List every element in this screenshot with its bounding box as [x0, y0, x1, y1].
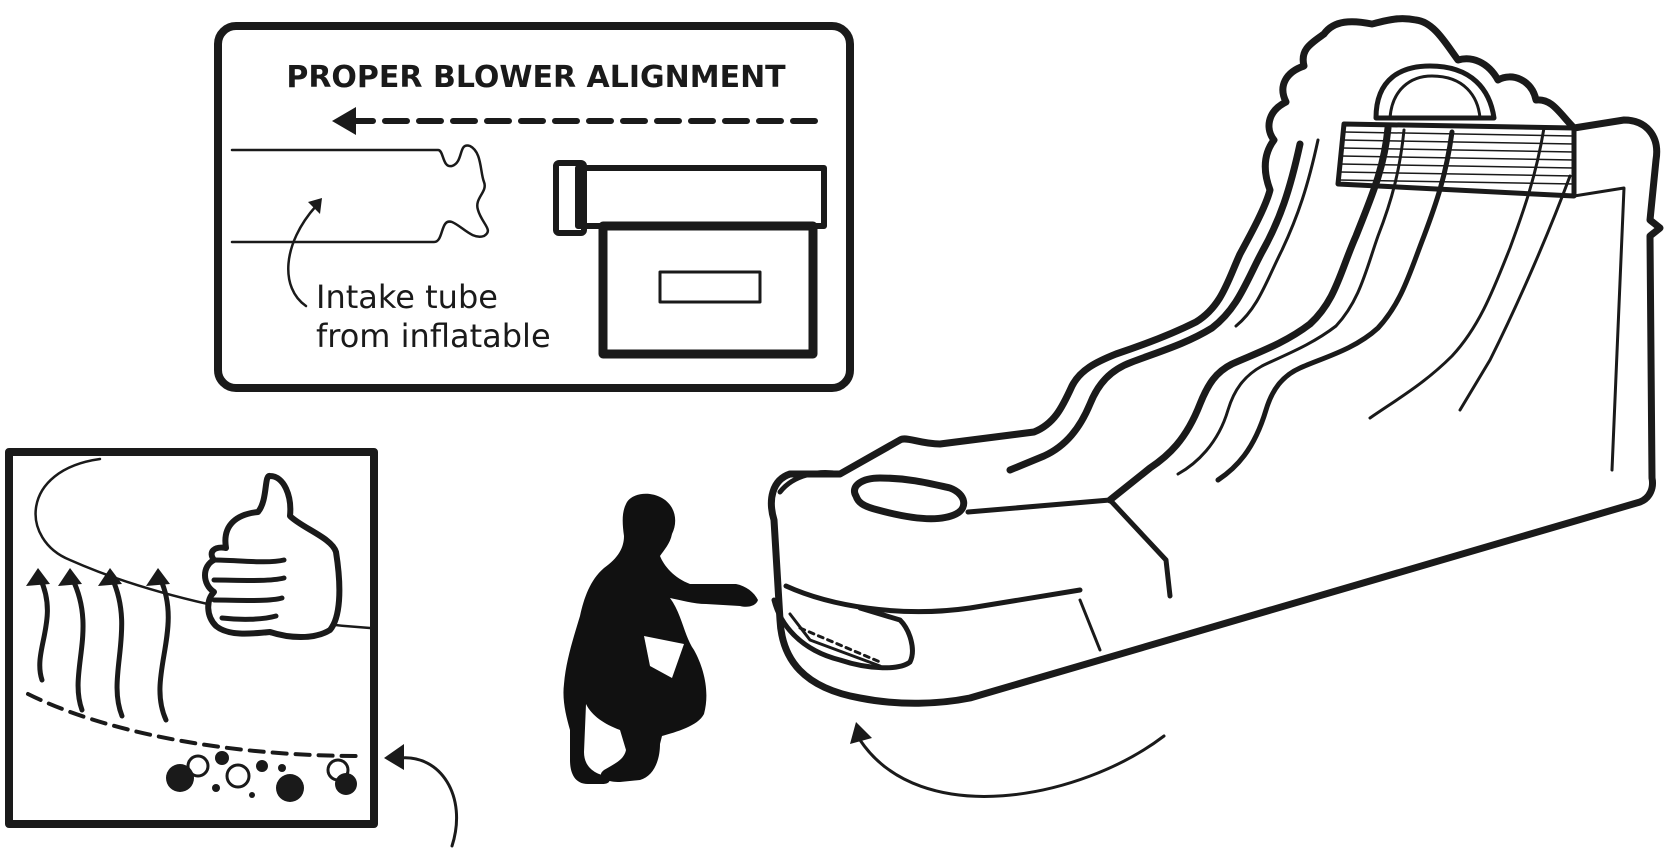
- intake-label-line2: from inflatable: [316, 317, 551, 355]
- alignment-panel: PROPER BLOWER ALIGNMENT Intake tube from…: [214, 22, 854, 392]
- thumbs-up-panel: [5, 448, 378, 828]
- airflow-direction-arrow: [332, 107, 818, 135]
- intake-pointer-arrow: [287, 198, 322, 308]
- intake-tube: [230, 144, 490, 244]
- person-silhouette-icon: [563, 493, 758, 784]
- blower-icon: [553, 160, 827, 359]
- bubbles-icon: [166, 751, 357, 802]
- water-slide-icon: [767, 15, 1664, 707]
- air-flow-arrows-icon: [26, 568, 171, 723]
- thumbs-up-icon: [202, 473, 343, 640]
- slide-pointer-arrow: [850, 722, 1166, 798]
- alignment-panel-frame: [214, 22, 854, 392]
- thumbs-up-panel-frame: [5, 448, 378, 828]
- alignment-panel-title: PROPER BLOWER ALIGNMENT: [286, 60, 786, 95]
- intake-label-line1: Intake tube: [316, 278, 498, 316]
- blower-port: [771, 597, 915, 671]
- inset-pointer-arrow: [384, 744, 458, 848]
